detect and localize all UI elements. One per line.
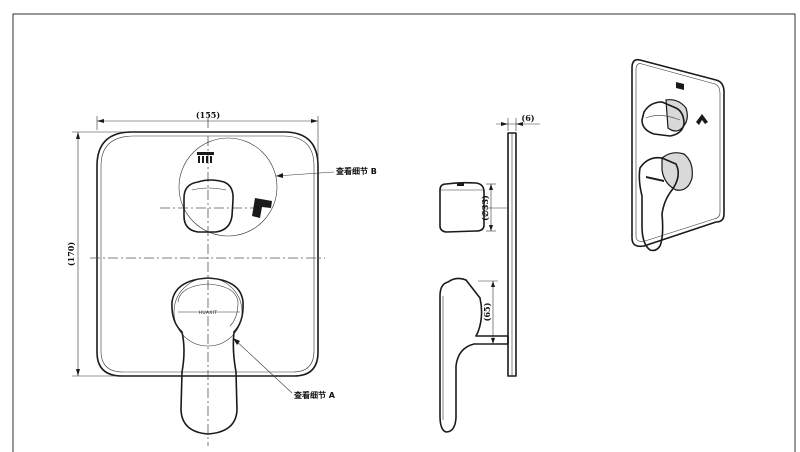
diverter-knob-highlight [191,187,227,191]
detail-b-circle [178,137,278,237]
callout-b: 查看细节 B [275,166,377,178]
front-plate-inner-edge [100,135,315,373]
callout-b-label: 查看细节 B [336,166,377,176]
lever-height-label: (65) [482,302,492,321]
width-dimension-label: (155) [196,110,220,120]
iso-plate [631,58,725,248]
knob-diameter-label: (∅33) [480,195,490,221]
iso-plate-edge [635,63,721,242]
iso-shower-icon [676,82,684,90]
isometric-view [631,58,725,252]
iso-bath-icon [696,114,708,125]
shower-head-icon [197,152,214,163]
bath-spout-icon [252,198,272,218]
iso-lever-logo [646,176,664,182]
side-view [439,132,517,433]
width-dimension: (155) [96,110,319,162]
handle-brand-logo: HUAXIT [199,310,218,316]
iso-knob-edge [645,115,681,121]
iso-lever [638,156,680,252]
detail-a-circle [173,277,243,347]
iso-lever-base [661,152,693,191]
side-lever [439,277,509,433]
callout-a-label: 查看细节 A [294,390,336,400]
lever-handle-inner [177,283,239,327]
lever-height-dimension: (65) [478,280,498,345]
side-plate-profile [507,132,517,377]
thickness-dimension: (6) [496,113,540,131]
height-dimension: (170) [66,131,128,377]
knob-diameter-dimension: (∅33) [480,183,496,232]
diverter-knob [183,179,234,233]
iso-knob-shadow [665,99,688,132]
height-dimension-label: (170) [66,242,76,266]
drawing-frame [12,13,796,452]
front-plate-outline [96,131,319,377]
callout-a: 查看细节 A [232,337,336,400]
side-knob-notch [457,183,464,186]
front-view: HUAXIT [90,118,325,446]
lever-handle [171,277,244,435]
iso-knob [641,101,685,137]
thickness-dimension-label: (6) [521,113,534,123]
